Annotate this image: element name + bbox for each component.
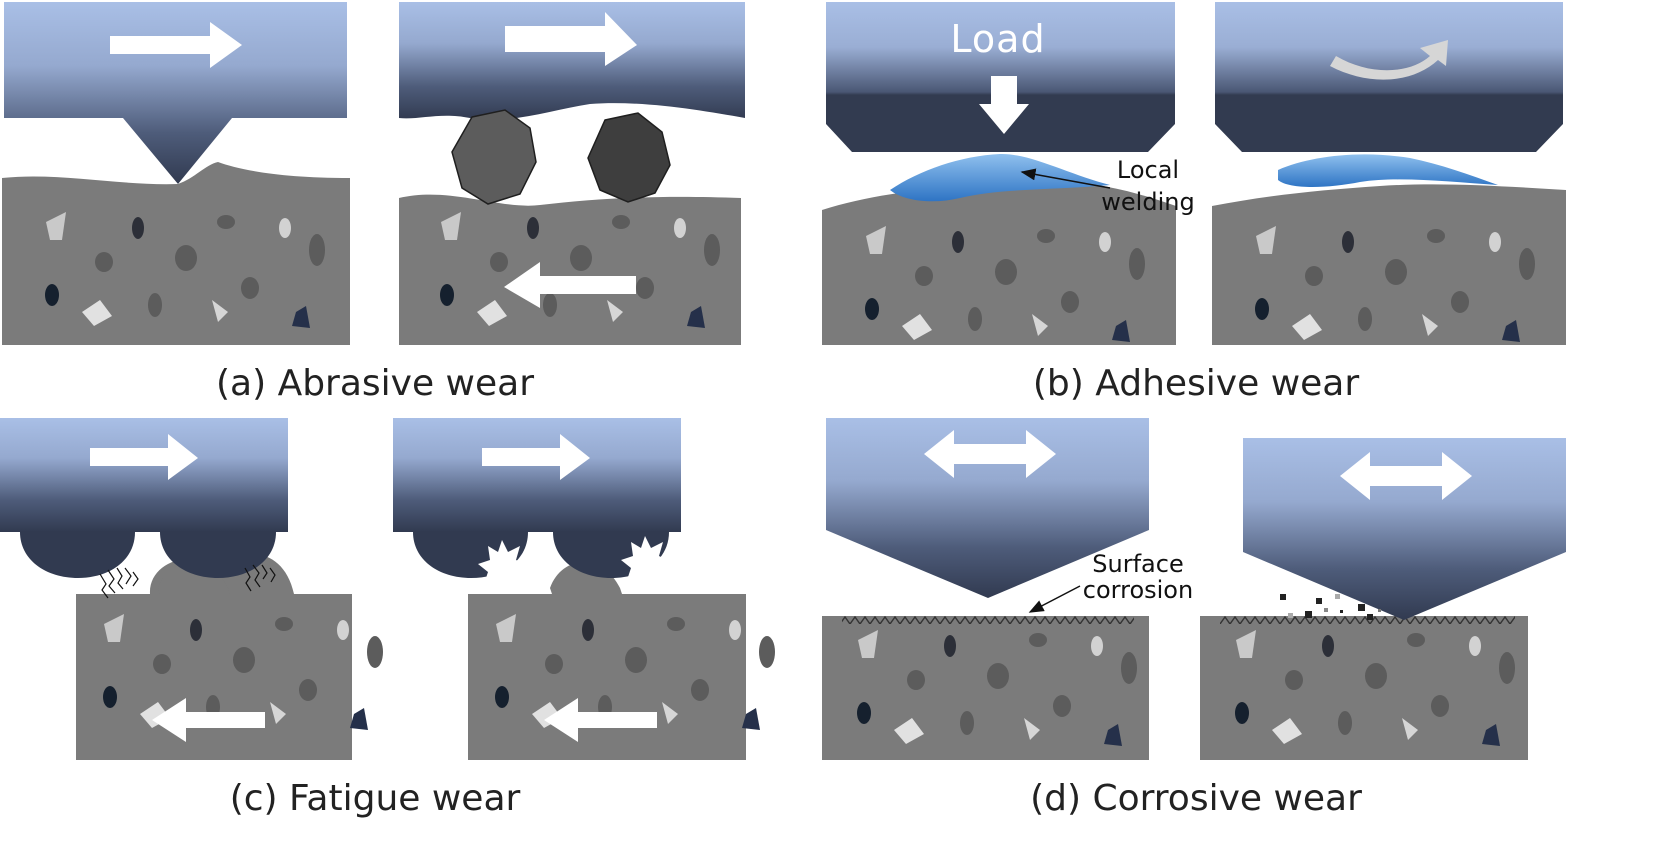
- transferred-material: [1278, 154, 1498, 187]
- surface-corrosion-label-line1: Surface: [1092, 550, 1183, 578]
- reciprocating-arrow: [924, 430, 1056, 478]
- panel-abrasive-right: [399, 2, 745, 345]
- panel-adhesive-right: [1212, 2, 1566, 345]
- abrasive-particle-right: [587, 112, 671, 203]
- counter-direction-arrow: [152, 698, 265, 742]
- panel-fatigue-left: [0, 418, 383, 760]
- spall-burst: [621, 536, 671, 588]
- local-welding-label-line1: Local: [1117, 156, 1179, 184]
- caption-abrasive: (a) Abrasive wear: [216, 363, 534, 404]
- rotation-arrow: [1330, 40, 1448, 80]
- spall-burst: [478, 540, 530, 592]
- sliding-direction-arrow: [482, 434, 590, 480]
- sliding-direction-arrow: [505, 12, 637, 66]
- abrasive-particle-left: [451, 109, 537, 205]
- panel-fatigue-right: [393, 418, 775, 760]
- surface-corrosion-label-line2: corrosion: [1083, 576, 1193, 604]
- caption-fatigue: (c) Fatigue wear: [230, 778, 521, 819]
- sliding-direction-arrow: [90, 434, 198, 480]
- caption-corrosive: (d) Corrosive wear: [1030, 778, 1362, 819]
- wear-debris: [1280, 594, 1381, 620]
- caption-adhesive: (b) Adhesive wear: [1033, 363, 1360, 404]
- panel-corrosive-right: [1200, 438, 1566, 760]
- fatigue-cracks: [99, 564, 276, 599]
- reciprocating-arrow: [1340, 452, 1472, 500]
- panel-adhesive-left: Load Local welding: [822, 2, 1195, 345]
- load-label: Load: [950, 17, 1045, 61]
- local-welding-label-line2: welding: [1101, 188, 1194, 216]
- counter-direction-arrow: [544, 698, 657, 742]
- counter-direction-arrow: [504, 262, 636, 308]
- local-welding-region: [890, 153, 1110, 202]
- panel-corrosive-left: Surface corrosion: [822, 418, 1193, 760]
- corrosion-layer: [842, 616, 1134, 624]
- sliding-direction-arrow: [110, 22, 242, 68]
- panel-abrasive-left: [2, 2, 350, 345]
- load-arrow: [979, 76, 1029, 134]
